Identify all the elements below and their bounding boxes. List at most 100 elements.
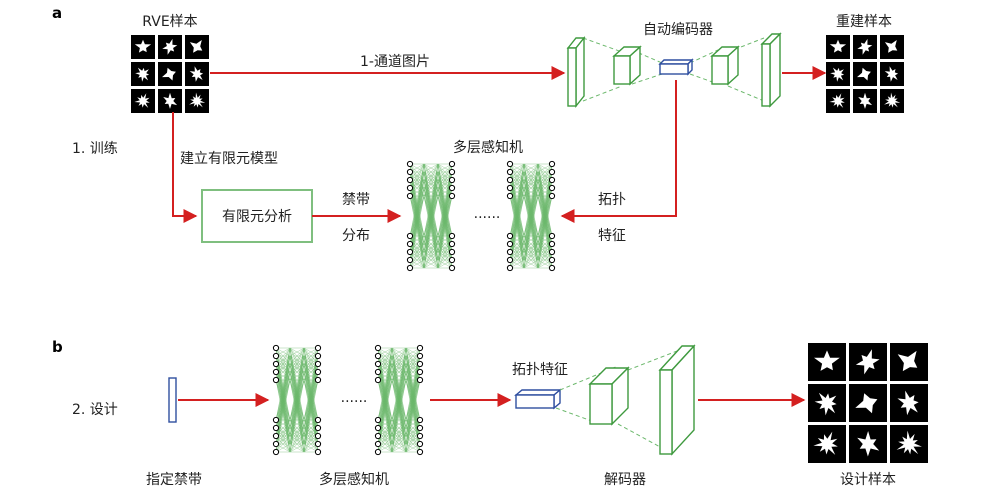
star-shape-icon	[134, 93, 150, 108]
encoder-cube-icon	[612, 45, 642, 86]
network-node	[314, 448, 322, 456]
network-edge	[289, 347, 305, 365]
network-node	[548, 192, 556, 200]
network-edge	[303, 379, 319, 453]
network-node	[448, 240, 456, 248]
channel-image-label: 1-通道图片	[360, 54, 430, 70]
network-node	[406, 168, 414, 176]
network-edge	[409, 195, 425, 269]
network-edge	[409, 235, 425, 269]
network-edge	[377, 427, 393, 453]
network-edge	[405, 347, 421, 421]
network-edge	[391, 443, 407, 453]
network-edge	[391, 419, 407, 453]
network-node	[448, 192, 456, 200]
network-edge	[391, 347, 407, 373]
star-shape-icon	[858, 92, 873, 109]
network-edge	[537, 163, 553, 237]
network-edge	[437, 251, 453, 269]
network-edge	[523, 171, 539, 269]
network-edge	[377, 347, 393, 429]
target-bandgap-icon	[168, 377, 177, 423]
network-edge	[377, 379, 393, 453]
network-node	[406, 176, 414, 184]
network-node	[374, 360, 382, 368]
mlp-ellipsis-b: ......	[341, 390, 368, 406]
network-edge	[509, 195, 525, 269]
network-node	[374, 376, 382, 384]
decoder-cube-icon	[710, 45, 740, 86]
network-edge	[437, 195, 453, 269]
network-edge	[437, 243, 453, 269]
network-edge	[423, 259, 439, 269]
network-edge	[523, 163, 539, 237]
star-shape-icon	[897, 390, 919, 416]
network-edge	[275, 347, 291, 373]
bandgap-label-line2: 分布	[342, 228, 370, 244]
fem-analysis-label: 有限元分析	[222, 209, 292, 225]
network-edge	[523, 179, 539, 269]
network-edge	[509, 235, 525, 269]
network-node	[406, 256, 414, 264]
decoder-layer-slab	[658, 344, 696, 456]
network-edge	[423, 251, 439, 269]
topology-label-line2: 特征	[598, 228, 626, 244]
network-node	[416, 360, 424, 368]
network-node	[548, 248, 556, 256]
network-edge	[423, 163, 439, 269]
network-node	[374, 416, 382, 424]
network-edge	[377, 347, 393, 381]
network-edge	[275, 427, 291, 453]
network-node	[272, 360, 280, 368]
network-edge	[377, 347, 393, 373]
network-edge	[289, 427, 305, 453]
network-edge	[289, 347, 305, 421]
network-node	[416, 440, 424, 448]
star-shape-icon	[814, 350, 840, 371]
network-edge	[537, 187, 553, 269]
network-edge	[377, 347, 393, 421]
network-node	[406, 160, 414, 168]
network-node	[406, 184, 414, 192]
network-edge	[523, 163, 539, 197]
step-train-label: 1. 训练	[72, 141, 118, 157]
star-shape-icon	[884, 92, 901, 108]
network-edge	[537, 251, 553, 269]
latent-vector-icon	[514, 388, 562, 410]
network-node	[272, 416, 280, 424]
network-edge	[377, 419, 393, 453]
designed-sample-grid	[808, 343, 928, 463]
network-node	[548, 240, 556, 248]
network-node	[416, 432, 424, 440]
network-edge	[391, 347, 407, 381]
network-edge	[289, 347, 305, 445]
network-edge	[537, 163, 553, 189]
network-node	[406, 264, 414, 272]
network-edge	[523, 187, 539, 269]
network-edge	[391, 363, 407, 453]
mlp-network-icon	[506, 160, 556, 272]
network-edge	[423, 243, 439, 269]
network-edge	[409, 163, 425, 181]
star-shape-icon	[135, 67, 150, 82]
network-node	[374, 440, 382, 448]
network-node	[448, 256, 456, 264]
network-node	[506, 192, 514, 200]
network-edge	[391, 347, 407, 445]
reconstructed-samples-title: 重建样本	[836, 14, 892, 30]
network-edge	[275, 347, 291, 365]
network-edge	[423, 163, 439, 253]
network-edge	[391, 347, 407, 357]
network-edge	[423, 163, 439, 261]
network-edge	[405, 347, 421, 373]
network-edge	[303, 347, 319, 373]
star-shape-icon	[813, 431, 838, 455]
star-shape-icon	[855, 393, 878, 414]
decoder-layer-slab	[760, 32, 782, 108]
network-node	[416, 376, 424, 384]
topology-label-line1: 拓扑	[598, 192, 626, 208]
network-node	[448, 264, 456, 272]
fem-model-arrow	[172, 112, 198, 223]
star-shape-icon	[162, 38, 178, 55]
star-shape-icon	[163, 92, 178, 109]
